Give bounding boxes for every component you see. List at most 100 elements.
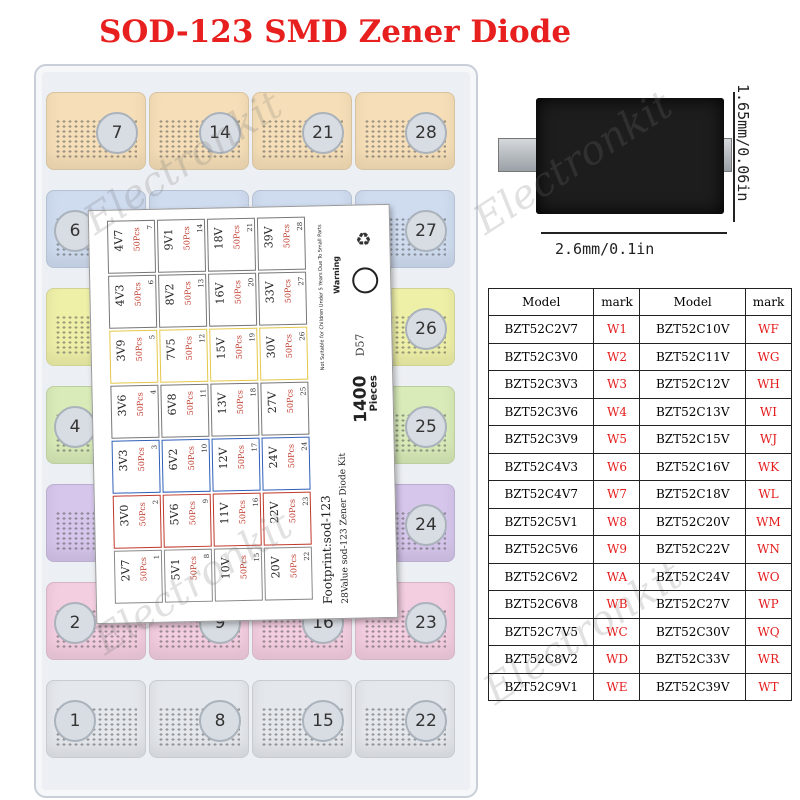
- piece-count: 50Pcs: [287, 498, 298, 524]
- slot-number: 12: [198, 333, 207, 343]
- diode-photo: [494, 88, 732, 230]
- piece-count: 50Pcs: [182, 226, 192, 251]
- compartment-number-label: 25: [405, 406, 447, 448]
- model-cell: BZT52C3V0: [487, 342, 595, 371]
- mark-cell: WC: [593, 617, 641, 646]
- piece-count: 50Pcs: [136, 447, 147, 472]
- slot-number: 16: [251, 497, 260, 507]
- slot-number: 2: [151, 499, 160, 505]
- compartment-number-label: 27: [405, 210, 447, 252]
- voltage-value: 4V7: [112, 229, 126, 252]
- piece-count: 50Pcs: [184, 336, 194, 361]
- model-cell: BZT52C12V: [639, 370, 746, 399]
- piece-count: 50Pcs: [286, 443, 297, 469]
- piece-count: 50Pcs: [233, 279, 243, 305]
- mark-cell: W8: [593, 507, 641, 536]
- mark-cell: WO: [744, 562, 793, 591]
- compartment-number-label: 14: [199, 112, 241, 154]
- slot-number: 10: [200, 443, 209, 453]
- model-cell: BZT52C13V: [639, 397, 746, 426]
- slot-number: 5: [148, 334, 157, 340]
- piece-count: 50Pcs: [185, 391, 196, 416]
- slot-number: 8: [202, 553, 212, 559]
- mark-cell: W2: [593, 342, 641, 371]
- kit-code: D57: [353, 333, 367, 357]
- piece-count: 50Pcs: [187, 500, 198, 526]
- piece-count: 50Pcs: [137, 502, 148, 527]
- compartment-number-label: 4: [54, 406, 96, 448]
- piece-count: 50Pcs: [237, 499, 248, 525]
- mark-cell: W7: [593, 480, 641, 509]
- warning-label: Warning: [331, 255, 342, 294]
- model-cell: BZT52C6V8: [487, 590, 595, 619]
- pieces-word: Pieces: [368, 375, 380, 412]
- model-cell: BZT52C7V5: [487, 617, 595, 646]
- piece-count: 50Pcs: [235, 389, 246, 415]
- slot-number: 26: [298, 331, 307, 341]
- model-cell: BZT52C5V6: [487, 535, 595, 564]
- voltage-value: 13V: [215, 392, 230, 415]
- model-cell: BZT52C10V: [639, 315, 746, 344]
- compartment-number-label: 28: [405, 112, 447, 154]
- slot-number: 14: [196, 223, 205, 233]
- model-cell: BZT52C4V7: [487, 480, 595, 509]
- diode-lead-left: [498, 138, 540, 172]
- height-label: 1.65mm/0.06in: [734, 84, 752, 202]
- voltage-value: 2V7: [119, 559, 133, 582]
- kit-name-text: 28Value sod-123 Zener Diode Kit: [337, 453, 351, 604]
- voltage-value: 3V6: [115, 394, 130, 417]
- diode-body: [536, 98, 724, 214]
- mark-cell: WM: [744, 507, 793, 536]
- mark-cell: W5: [593, 425, 641, 454]
- height-dimension-line: [733, 92, 735, 222]
- compartment-number-label: 2: [54, 602, 96, 644]
- voltage-value: 3V9: [114, 339, 128, 362]
- table-header-row: Model mark Model mark: [487, 288, 793, 316]
- grid-cell: 3V9 50Pcs 5: [109, 329, 159, 384]
- recycle-icon: ♻: [355, 229, 372, 251]
- compartment-number-label: 26: [405, 308, 447, 350]
- model-cell: BZT52C4V3: [487, 452, 595, 481]
- voltage-value: 16V: [213, 282, 227, 305]
- piece-count: 50Pcs: [282, 223, 292, 249]
- mark-cell: WR: [744, 645, 793, 674]
- slot-number: 7: [146, 224, 155, 230]
- voltage-value: 30V: [264, 336, 278, 359]
- warning-icon: [351, 267, 379, 294]
- model-cell: BZT52C15V: [639, 425, 746, 454]
- voltage-value: 33V: [263, 281, 277, 304]
- voltage-value: 20V: [268, 556, 283, 579]
- piece-count: 50Pcs: [236, 444, 247, 470]
- piece-count: 50Pcs: [134, 337, 144, 362]
- voltage-value: 27V: [265, 391, 279, 414]
- voltage-value: 12V: [216, 447, 231, 470]
- slot-number: 15: [252, 552, 262, 562]
- mark-cell: WN: [744, 535, 793, 564]
- voltage-value: 24V: [266, 446, 281, 469]
- voltage-value: 9V1: [162, 228, 176, 251]
- slot-number: 11: [199, 388, 208, 398]
- footprint-text: Footprint:sod-123: [318, 495, 336, 605]
- model-cell: BZT52C11V: [639, 342, 746, 371]
- slot-number: 27: [297, 276, 306, 286]
- piece-count: 50Pcs: [186, 445, 197, 471]
